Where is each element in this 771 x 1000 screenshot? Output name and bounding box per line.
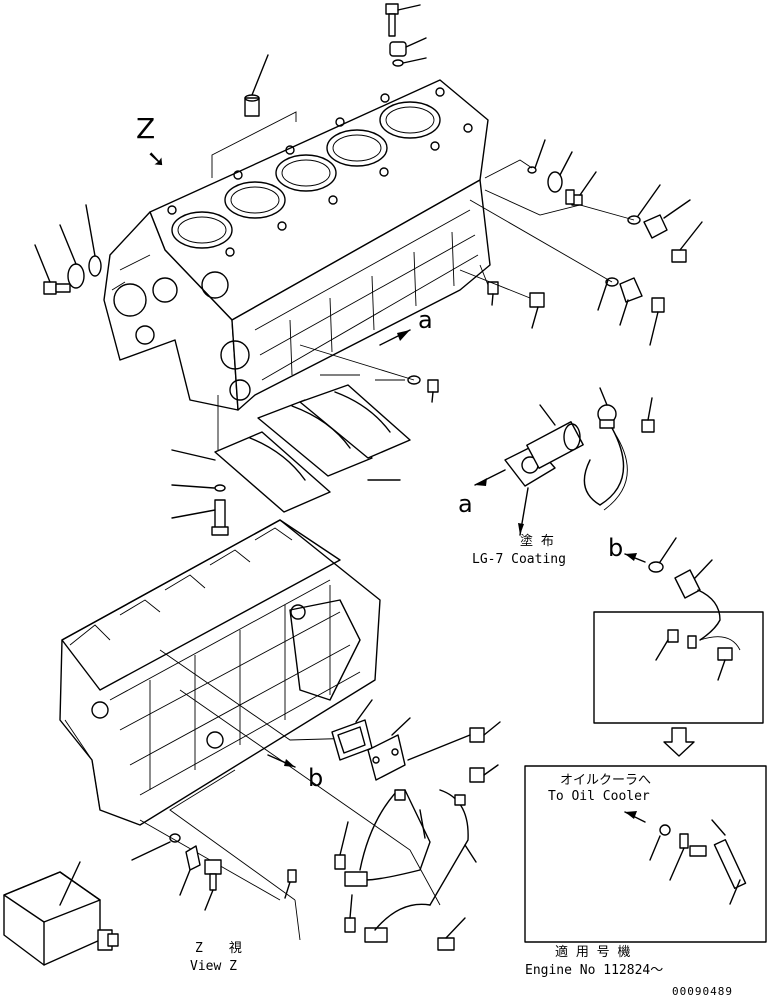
right-side-fittings xyxy=(459,139,703,346)
pipe-with-plate xyxy=(474,404,584,536)
ref-label-b-mid: b xyxy=(308,764,324,792)
oil-cooler-label-en: To Oil Cooler xyxy=(548,789,650,804)
ref-arrow-b-mid xyxy=(267,754,296,768)
detail-box-1 xyxy=(593,611,764,724)
view-direction-label: Z xyxy=(136,112,156,145)
view-z-label-jp: Z 視 xyxy=(195,941,242,956)
coating-label-jp: 塗 布 xyxy=(520,534,554,549)
applicable-label-jp: 適 用 号 機 xyxy=(555,945,631,960)
ref-label-a-left: a xyxy=(458,490,473,518)
cap-bolt xyxy=(171,484,229,536)
ref-arrow-b-right xyxy=(624,537,721,641)
drawing-id: 00090489 xyxy=(672,985,733,998)
lower-flange-assembly xyxy=(284,699,501,951)
washer-and-bolt-mid xyxy=(299,344,439,403)
ref-arrow-a xyxy=(379,329,411,346)
top-bolt-and-cap xyxy=(385,3,427,67)
ref-label-a-mid: a xyxy=(418,306,433,334)
cylinder-block-upper xyxy=(103,79,491,411)
view-direction-icon: ➘ xyxy=(148,144,164,174)
main-bearing-caps xyxy=(171,374,411,513)
arrow-down-icon xyxy=(663,727,695,757)
ref-label-b-right: b xyxy=(608,534,624,562)
engine-number-label: Engine No 112824～ xyxy=(525,963,664,978)
plug-upper xyxy=(244,54,269,117)
lower-left-fittings xyxy=(131,833,222,911)
coating-label-en: LG-7 Coating xyxy=(472,552,566,567)
left-bolt-and-plate xyxy=(34,204,102,295)
sensor-with-cable xyxy=(583,387,655,511)
cylinder-block-lower xyxy=(59,519,381,826)
lower-left-tool xyxy=(3,861,119,966)
view-z-label-en: View Z xyxy=(190,959,237,974)
detail-box-2 xyxy=(524,765,767,943)
oil-cooler-label-jp: オイルクーラへ xyxy=(560,773,652,788)
